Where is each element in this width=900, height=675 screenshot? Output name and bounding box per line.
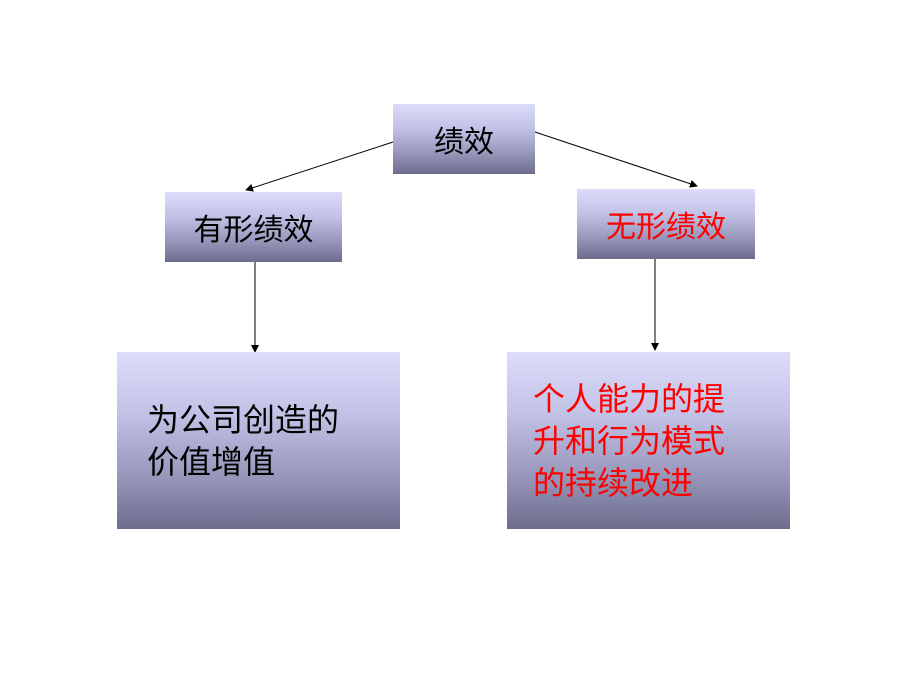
root-node-label: 绩效: [434, 125, 494, 160]
root-node: 绩效: [393, 104, 535, 174]
tangible-performance-label: 有形绩效: [193, 213, 314, 248]
arrow-root-to-right: [534, 131, 698, 188]
tangible-description-box: 为公司创造的 价值增值: [117, 352, 400, 529]
tangible-performance-node: 有形绩效: [165, 192, 342, 262]
intangible-performance-node: 无形绩效: [577, 189, 755, 259]
intangible-description-text: 个人能力的提 升和行为模式 的持续改进: [533, 379, 726, 502]
tangible-description-text: 为公司创造的 价值增值: [147, 400, 340, 481]
arrow-root-to-left: [245, 141, 394, 192]
intangible-performance-label: 无形绩效: [606, 210, 726, 245]
intangible-description-box: 个人能力的提 升和行为模式 的持续改进: [507, 352, 790, 529]
